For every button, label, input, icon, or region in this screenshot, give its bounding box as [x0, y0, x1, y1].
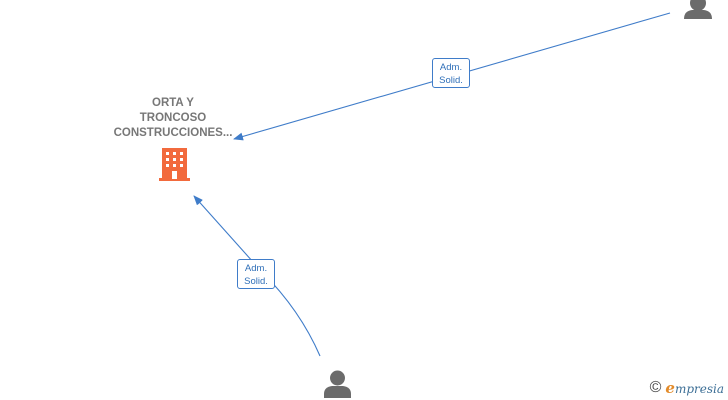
- company-name-line: TRONCOSO: [139, 112, 207, 124]
- person-icon[interactable]: [684, 0, 712, 19]
- watermark: © empresia: [650, 379, 724, 397]
- copyright-icon: ©: [649, 379, 662, 396]
- building-icon[interactable]: [159, 148, 190, 181]
- company-name-line: ORTA Y: [152, 97, 194, 109]
- relation-label-line: Adm.: [439, 62, 463, 73]
- company-name-line: CONSTRUCCIONES...: [113, 127, 233, 139]
- relation-label[interactable]: Adm. Solid.: [432, 58, 470, 88]
- company-name[interactable]: ORTA Y TRONCOSO CONSTRUCCIONES...: [98, 96, 248, 141]
- relation-label-line: Solid.: [439, 75, 463, 86]
- relation-label-line: Solid.: [244, 276, 268, 287]
- relation-label[interactable]: Adm. Solid.: [237, 259, 275, 289]
- brand-initial: e: [665, 379, 675, 397]
- brand-logo: empresia: [665, 379, 724, 397]
- relation-label-line: Adm.: [244, 263, 268, 274]
- person-icon[interactable]: [324, 370, 351, 399]
- brand-rest: mpresia: [674, 382, 724, 396]
